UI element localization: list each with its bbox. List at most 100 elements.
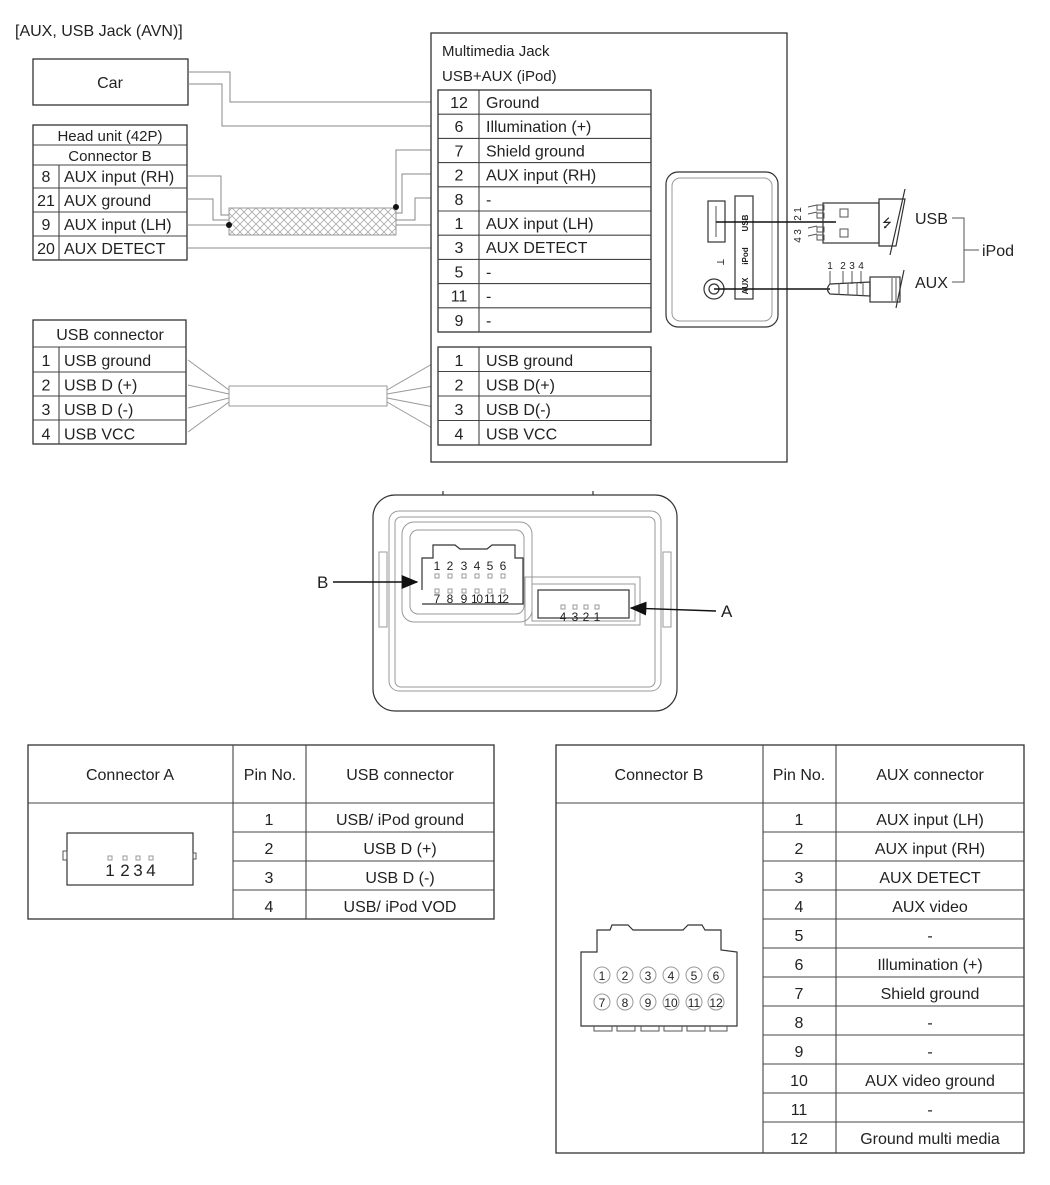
table-b-drawing-pin: 5 <box>691 969 698 983</box>
jack-aux-row-name: Ground <box>486 95 539 112</box>
cable-label-ipod: iPod <box>982 243 1014 260</box>
table-b-row-name: AUX input (RH) <box>875 841 985 858</box>
jack-aux-row-name: Shield ground <box>486 143 585 160</box>
table-a-row-name: USB D (-) <box>365 870 434 887</box>
jack-usb-row-pin: 1 <box>455 353 464 370</box>
table-b-row-name: - <box>927 928 932 945</box>
aux-plug-pin-label: 2 <box>840 261 846 272</box>
diagram-title: [AUX, USB Jack (AVN)] <box>15 23 183 40</box>
table-b-row-pin: 10 <box>790 1073 808 1090</box>
connector-b-top-pin: 2 <box>447 559 454 573</box>
panel-label-aux: AUX <box>741 277 750 295</box>
wire-ground <box>188 71 440 103</box>
usb-connector-row-pin: 1 <box>42 353 51 370</box>
jack-aux-row-pin: 3 <box>455 240 464 257</box>
table-b-row-pin: 9 <box>795 1044 804 1061</box>
usb-connector-row-pin: 2 <box>42 378 51 395</box>
jack-front-panel: T USB iPod AUX <box>665 171 779 328</box>
table-a-row-pin: 1 <box>265 812 274 829</box>
table-b-drawing-pin: 10 <box>664 996 678 1010</box>
table-a-header-connector: Connector A <box>86 767 174 784</box>
jack-usb-row-name: USB VCC <box>486 427 557 444</box>
jack-aux-row-pin: 12 <box>450 95 468 112</box>
jack-aux-row-pin: 9 <box>455 313 464 330</box>
panel-label-usb: USB <box>741 214 750 231</box>
table-a-header-pin: Pin No. <box>244 767 296 784</box>
jack-aux-row-name: AUX input (RH) <box>486 168 596 185</box>
wire-shield-ground <box>395 149 440 207</box>
usb-connector-title: USB connector <box>56 327 164 344</box>
usb-connector-row-name: USB D (+) <box>64 378 137 395</box>
jack-aux-row-pin: 1 <box>455 216 464 233</box>
table-b-drawing-pin: 2 <box>622 969 629 983</box>
connector-a-table: Connector A Pin No. USB connector 1 USB/ … <box>27 744 495 920</box>
table-b-drawing-pin: 9 <box>645 996 652 1010</box>
connector-b-top-pin: 6 <box>500 559 507 573</box>
connector-b-top-pin: 1 <box>434 559 441 573</box>
connector-label-b: B <box>317 573 328 592</box>
connector-b-bottom-pin: 10 <box>471 592 483 606</box>
jack-aux-row-pin: 2 <box>455 168 464 185</box>
table-a-row-name: USB/ iPod ground <box>336 812 464 829</box>
connector-label-a: A <box>721 602 733 621</box>
table-a-header-usb: USB connector <box>346 767 454 784</box>
table-b-header-pin: Pin No. <box>773 767 825 784</box>
table-b-row-name: AUX DETECT <box>879 870 981 887</box>
table-a-drawing-pin: 1 <box>105 861 114 880</box>
table-b-row-name: Ground multi media <box>860 1131 1000 1148</box>
table-b-row-pin: 6 <box>795 957 804 974</box>
panel-label-ipod: iPod <box>741 247 750 264</box>
table-b-row-name: - <box>927 1102 932 1119</box>
jack-label-strip <box>734 195 754 300</box>
table-b-drawing-pin: 4 <box>668 969 675 983</box>
usb-connector-row-name: USB VCC <box>64 427 135 444</box>
connector-b-bottom-pin: 12 <box>497 592 509 606</box>
head-unit-row-pin: 21 <box>37 193 55 210</box>
table-b-row-pin: 12 <box>790 1131 808 1148</box>
table-b-row-name: Illumination (+) <box>877 957 982 974</box>
table-b-drawing-pin: 6 <box>713 969 720 983</box>
table-b-row-name: AUX input (LH) <box>876 812 984 829</box>
table-a-row-pin: 2 <box>265 841 274 858</box>
connector-a-face <box>537 589 630 619</box>
usb-cable <box>228 385 388 407</box>
head-unit-row-name: AUX input (RH) <box>64 169 174 186</box>
wire-illumination <box>188 83 440 127</box>
ipod-bracket <box>952 217 979 283</box>
connector-b-bottom-pin: 7 <box>434 592 441 606</box>
table-a-drawing-pin: 4 <box>146 861 155 880</box>
table-b-drawing-pin: 3 <box>645 969 652 983</box>
cable-label-aux: AUX <box>915 275 948 292</box>
table-a-drawing-pin: 3 <box>133 861 142 880</box>
connector-b-top-pin: 4 <box>474 559 481 573</box>
table-b-drawing-pin: 7 <box>599 996 606 1010</box>
jack-aux-row-name: - <box>486 264 491 281</box>
wire-aux-ground-left <box>187 198 229 221</box>
table-b-row-pin: 11 <box>791 1102 808 1119</box>
wire-aux-rh-left <box>187 175 229 216</box>
table-b-row-name: Shield ground <box>881 986 980 1003</box>
usb-plug-pin-label: 3 <box>793 229 804 235</box>
jack-aux-row-pin: 6 <box>455 119 464 136</box>
usb-fan-left <box>187 359 230 433</box>
head-unit-row-name: AUX input (LH) <box>64 217 172 234</box>
aux-plug-pin-label: 1 <box>827 261 833 272</box>
jack-aux-row-name: - <box>486 289 491 306</box>
table-b-drawing-pin: 1 <box>599 969 606 983</box>
splice-dot-right <box>393 204 399 210</box>
table-b-row-name: AUX video <box>892 899 968 916</box>
illumination-icon: T <box>714 259 725 265</box>
table-b-row-pin: 4 <box>795 899 804 916</box>
connector-b-bottom-pin: 8 <box>447 592 454 606</box>
jack-usb-row-pin: 3 <box>455 402 464 419</box>
connector-a-pin: 3 <box>572 610 579 624</box>
multimedia-jack-title: Multimedia Jack <box>442 43 550 60</box>
usb-plug-pin-label: 1 <box>793 207 804 213</box>
jack-usb-row-name: USB D(-) <box>486 402 551 419</box>
jack-usb-row-name: USB ground <box>486 353 573 370</box>
